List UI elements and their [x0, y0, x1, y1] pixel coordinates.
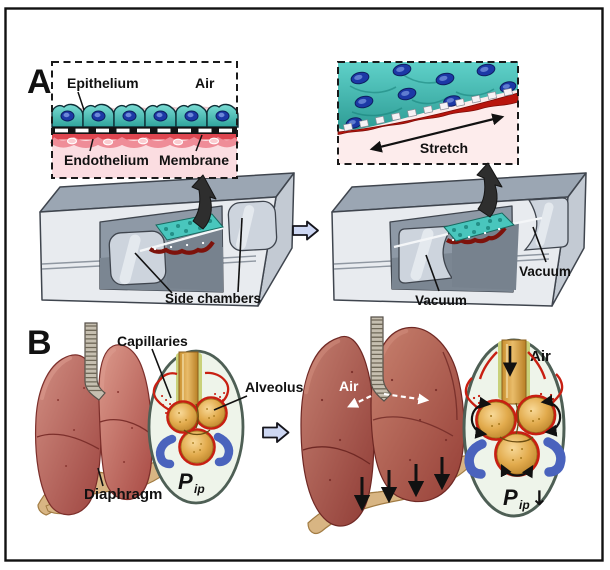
magnify-arrow-right — [476, 162, 503, 218]
endothelium-pointer — [89, 138, 94, 152]
lung-highlight — [40, 348, 116, 400]
membrane-red-edge — [148, 240, 215, 255]
chip-rest: Side chambers — [39, 172, 295, 307]
expand-arrow-right — [540, 394, 562, 437]
pip-down-arrow: ↓ — [531, 486, 548, 510]
panel-b: B Diaphragm Capillaries — [27, 316, 566, 535]
pip-symbol-rest: P — [178, 469, 193, 494]
pleural-marker-left — [155, 434, 177, 469]
alveolus-inset-rest: P ip Alveolus — [147, 348, 304, 505]
vacuum-bottom-pointer — [425, 254, 440, 292]
vacuum-bottom-label: Vacuum — [415, 293, 467, 308]
membrane-pointer — [195, 134, 203, 152]
capillaries-pointer — [151, 348, 172, 399]
membrane-pore-dots — [153, 241, 205, 251]
stretched-cell-sheet — [338, 62, 518, 130]
bronchiole-inhale — [501, 339, 527, 405]
stretched-dashed-border — [337, 61, 519, 165]
air-label: Air — [195, 75, 215, 91]
expand-arrow-left — [470, 396, 492, 439]
alveoli-rest — [166, 396, 228, 466]
air-flow-arrow-right — [383, 392, 430, 405]
alveoli-stipple — [178, 408, 215, 453]
cell-ridges — [349, 73, 495, 117]
trachea-inhale-rings — [371, 319, 391, 399]
stretched-inset: Stretch — [337, 61, 519, 165]
vacuum-side-pointer — [532, 226, 547, 263]
fissure — [372, 351, 458, 437]
epithelium-pointer — [77, 91, 85, 111]
panel-a-label: A — [27, 63, 52, 101]
side-chambers-label: Side chambers — [165, 291, 261, 306]
magnify-arrow-left — [191, 174, 217, 230]
inhale-block-arrow — [262, 422, 290, 443]
inset-dashed-border — [51, 61, 238, 179]
chip-vac-channel-shadow — [452, 222, 519, 290]
membrane-plane-line — [139, 226, 224, 253]
alveolus-inset-inhale: Air P ip ↓ — [462, 338, 566, 518]
stretch-arrow — [369, 113, 505, 153]
diaphragm-pull-arrows — [353, 457, 451, 512]
chamber-highlight — [535, 202, 554, 247]
chip-rest-channel-shadow — [167, 228, 223, 291]
chip-rest-bond-seams — [41, 255, 257, 270]
alveoli-crevice — [183, 403, 211, 436]
chamber-highlight — [410, 228, 434, 281]
lungs-rest: Diaphragm Capillaries — [35, 322, 188, 516]
chamber-highlight — [119, 234, 141, 285]
epithelium-label: Epithelium — [67, 75, 139, 91]
membrane-pores — [55, 128, 232, 133]
chip-vac-bond-seams — [333, 253, 550, 270]
transition-block-arrow — [292, 220, 319, 241]
trachea-rest-rings — [85, 325, 104, 392]
side-chambers-pointer-left — [134, 252, 173, 294]
pip-symbol-inhale: P — [503, 485, 518, 510]
diaphragm-label: Diaphragm — [84, 486, 162, 503]
panel-a: A Side chambers — [27, 61, 587, 308]
membrane-pore-dots — [451, 227, 501, 242]
membrane-plane-line — [393, 216, 543, 249]
expand-arrow-bottom — [500, 463, 534, 479]
pleural-marker-left — [464, 439, 487, 479]
capillaries-label: Capillaries — [117, 333, 188, 349]
alveolus-label: Alveolus — [245, 379, 304, 395]
air-flow-arrow-left — [347, 395, 372, 408]
fissure — [36, 433, 100, 450]
air-lungs-label: Air — [339, 378, 359, 394]
trachea-rest — [84, 322, 106, 401]
panel-b-label: B — [27, 324, 52, 362]
lung-rest-right-lobe — [98, 344, 153, 500]
pleural-marker-right — [543, 437, 566, 477]
chip-stretched: Vacuum Vacuum — [331, 172, 587, 308]
stretch-label: Stretch — [420, 140, 468, 156]
membrane-red-edge — [445, 226, 507, 245]
endothelium-nuclei — [66, 137, 220, 146]
lung-speckles — [57, 387, 134, 467]
fissure — [302, 446, 371, 465]
alveoli-inhale — [470, 394, 562, 479]
chip-rest-right-chamber — [227, 200, 278, 252]
endothelium-layer — [49, 134, 240, 148]
lung-speckles — [320, 370, 448, 482]
side-chambers-pointer-right — [237, 217, 243, 293]
alveoli-crevice — [499, 402, 534, 443]
membrane-cell-spots — [452, 218, 503, 237]
alveolus-pointer — [213, 395, 248, 411]
membrane-label: Membrane — [159, 152, 229, 168]
vacuum-side-label: Vacuum — [519, 264, 571, 279]
diaphragm-pointer — [97, 467, 104, 487]
chamber-highlight — [235, 205, 255, 250]
fissure — [99, 419, 152, 435]
capillary-vessels-inhale — [464, 351, 564, 413]
endothelium-label: Endothelium — [64, 152, 149, 168]
pip-subscript-inhale: ip — [519, 498, 530, 512]
lungs-inhale: Air — [300, 316, 474, 535]
pip-subscript-rest: ip — [194, 482, 205, 496]
cross-section-inset: Epithelium Air Endothelium Membrane — [49, 61, 240, 179]
pleural-marker-right — [213, 432, 234, 467]
